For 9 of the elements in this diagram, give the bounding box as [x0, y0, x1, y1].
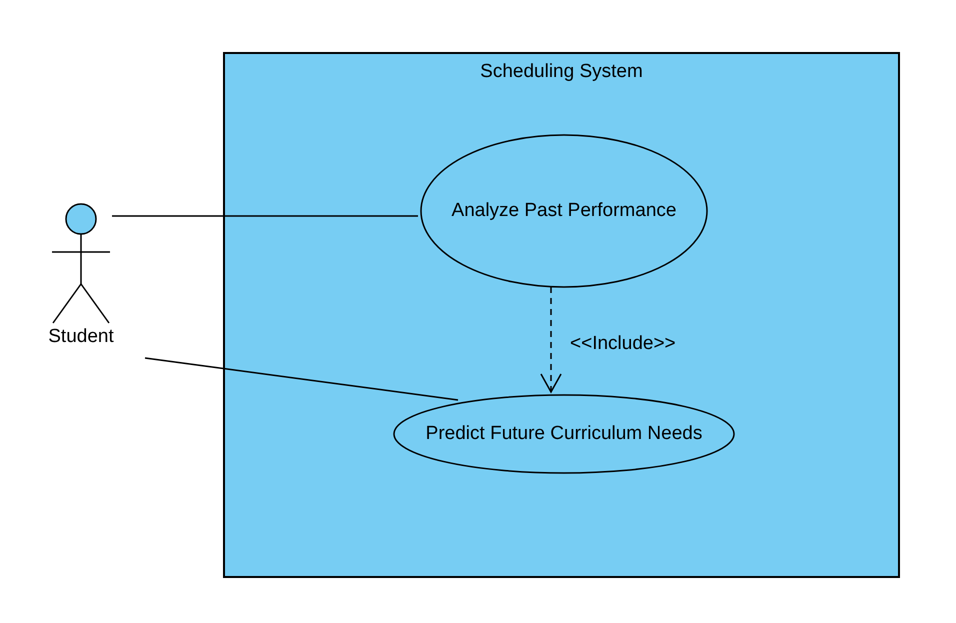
edge-label: <<Include>>	[570, 332, 676, 356]
system-boundary	[223, 52, 900, 578]
association-line	[144, 357, 458, 401]
use-case-name: Predict Future Curriculum Needs	[426, 422, 702, 446]
use-case-name: Analyze Past Performance	[452, 199, 676, 223]
actor-name: Student	[48, 325, 114, 349]
system-name: Scheduling System	[479, 60, 644, 84]
include-arrow	[540, 287, 562, 393]
association-line	[112, 215, 418, 217]
